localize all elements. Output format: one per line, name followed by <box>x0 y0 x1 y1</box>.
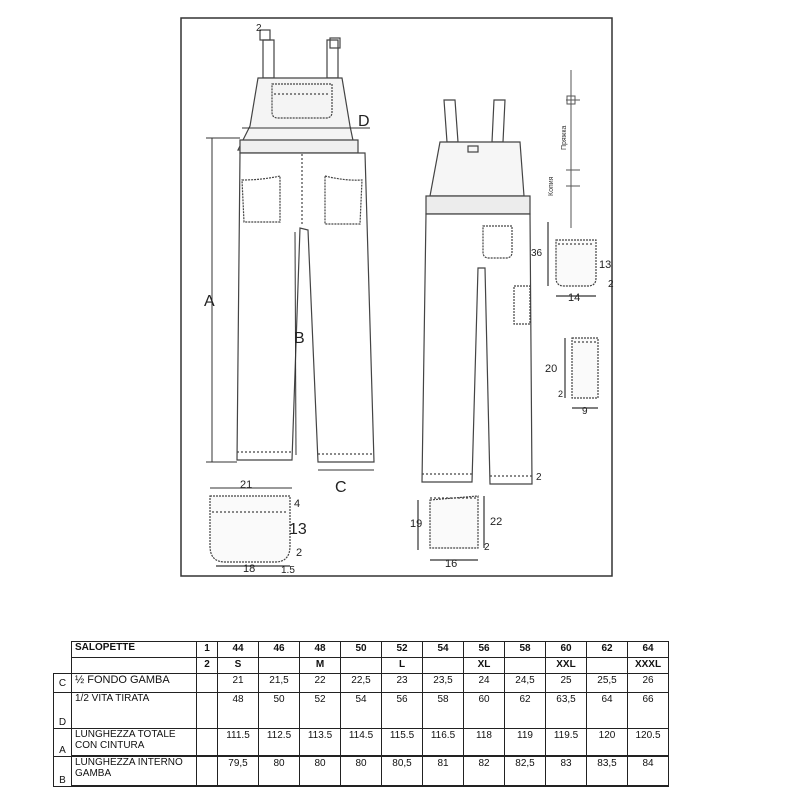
row-letter: B <box>53 755 72 787</box>
front-view <box>236 29 375 463</box>
technical-drawing: A B C D 2 21 4 13 2 18 1.5 2 19 22 16 2 <box>180 17 614 577</box>
dim-leg-pocket-width: 9 <box>582 406 588 417</box>
leg-pocket-detail <box>564 337 599 409</box>
side-pocket-detail <box>417 495 485 561</box>
row-letter: D <box>53 692 72 729</box>
table-row: C ½ FONDO GAMBA 21 21,5 22 22,5 23 23,5 … <box>53 673 669 693</box>
dim-side-pocket-width: 16 <box>445 558 457 570</box>
table-row: A LUNGHEZZA TOTALE CON CINTURA 111.5 112… <box>53 728 669 757</box>
back-pocket-detail <box>547 222 597 297</box>
dim-label-C: C <box>335 479 347 496</box>
row-letter: C <box>53 673 72 693</box>
back-view <box>421 99 533 485</box>
dim-hem: 2 <box>536 472 542 483</box>
dim-leg-width: 21 <box>240 479 252 491</box>
dim-bib-pocket-height: 13 <box>289 521 307 538</box>
bib-pocket-detail <box>209 495 291 567</box>
size-header-row-1: SALOPETTE 1 44 46 48 50 52 54 56 58 60 6… <box>53 641 669 658</box>
dim-label-B: B <box>294 330 305 347</box>
dim-side-pocket-height-right: 22 <box>490 516 502 528</box>
dim-back-pocket-width: 14 <box>568 292 580 304</box>
dim-bib-pocket-bottom: 2 <box>296 547 302 559</box>
size-table: SALOPETTE 1 44 46 48 50 52 54 56 58 60 6… <box>53 641 669 787</box>
dim-side-pocket-bottom: 2 <box>484 542 490 553</box>
dim-label-D: D <box>358 113 370 130</box>
front-dimensions <box>206 127 374 489</box>
dim-bib-pocket-width: 18 <box>243 563 255 575</box>
size-header-row-2: 2 S M L XL XXL XXXL <box>53 657 669 674</box>
dim-bib-pocket-top: 4 <box>294 498 300 510</box>
table-title: SALOPETTE <box>71 641 197 658</box>
table-row: B LUNGHEZZA INTERNO GAMBA 79,5 80 80 80 … <box>53 755 669 787</box>
row-label: 1/2 VITA TIRATA <box>71 692 197 729</box>
dim-side-pocket-height-left: 19 <box>410 518 422 530</box>
strap-buckle-detail <box>566 70 580 228</box>
row-label: LUNGHEZZA TOTALE CON CINTURA <box>71 728 197 757</box>
dim-leg-pocket-height: 20 <box>545 363 557 375</box>
row-label: LUNGHEZZA INTERNO GAMBA <box>71 755 197 787</box>
dim-label-A: A <box>204 293 215 310</box>
dim-back-pocket-side: 2 <box>608 279 614 290</box>
table-row: D 1/2 VITA TIRATA 48 50 52 54 56 58 60 6… <box>53 692 669 729</box>
row-label: ½ FONDO GAMBA <box>71 673 197 693</box>
row-letter: A <box>53 728 72 757</box>
side-label-upper: Пряжка <box>561 125 568 150</box>
dim-back-pocket-position: 36 <box>531 248 543 259</box>
dim-leg-pocket-side: 2 <box>558 389 563 399</box>
dim-strap-width: 2 <box>256 23 262 34</box>
dim-back-pocket-height: 13 <box>599 259 611 271</box>
side-label-lower: Копия <box>548 176 555 196</box>
dim-bib-pocket-side: 1.5 <box>281 565 295 576</box>
